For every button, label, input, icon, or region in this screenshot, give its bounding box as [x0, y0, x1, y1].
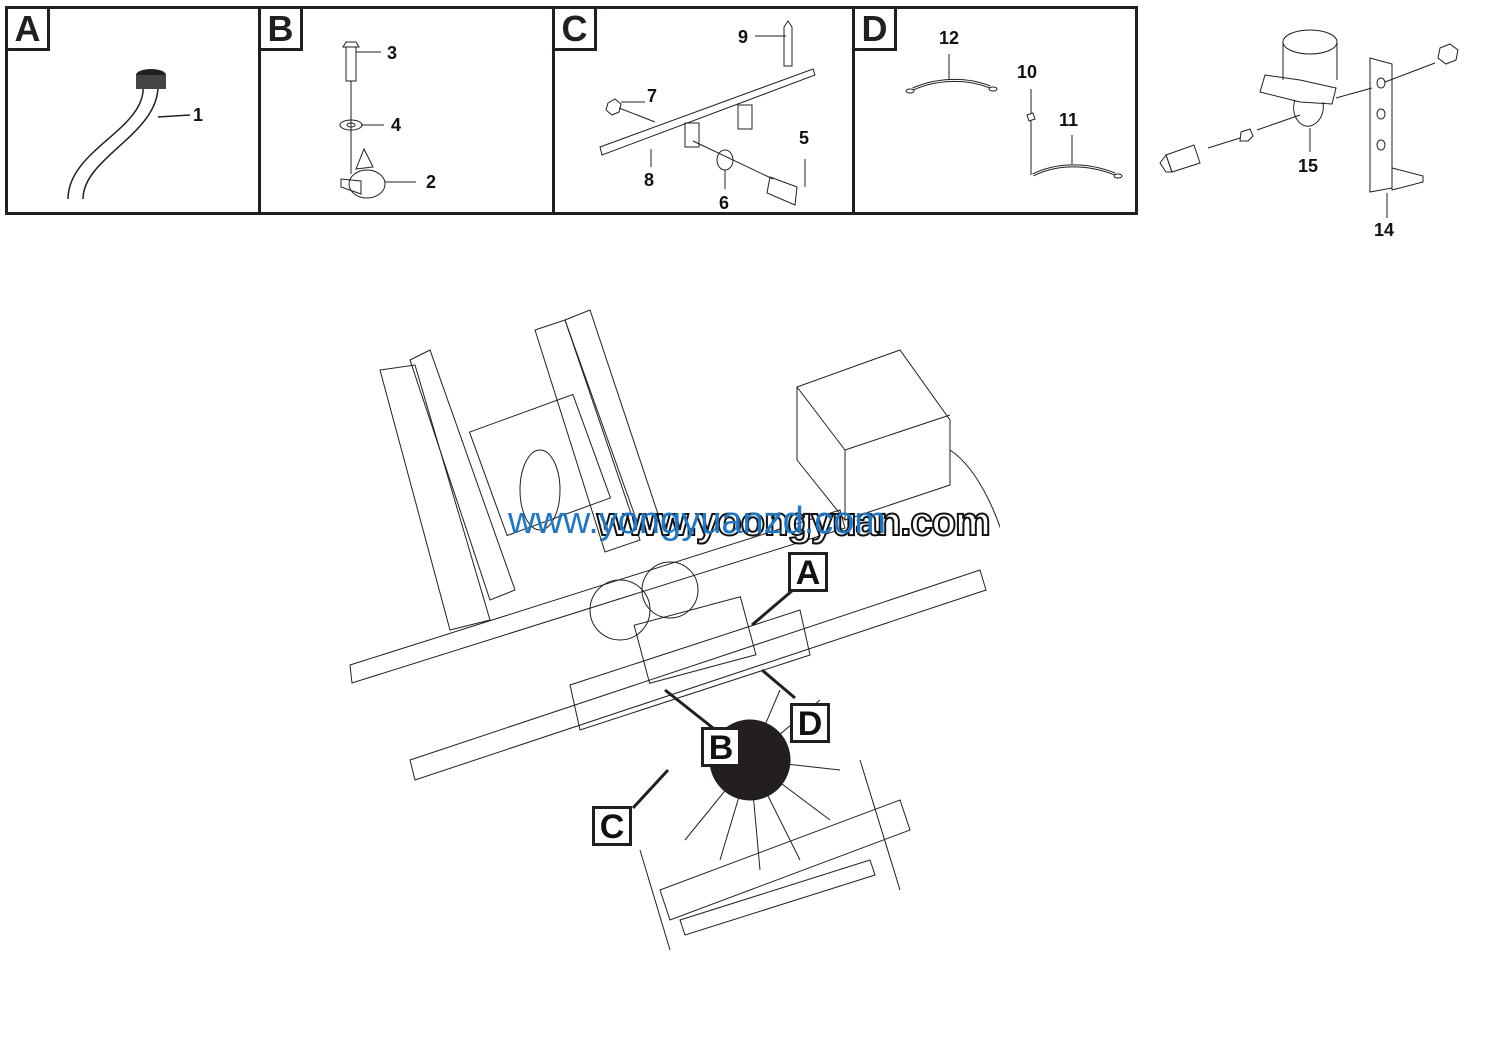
part-number-7: 7 [647, 86, 658, 106]
callout-b: B [701, 727, 741, 767]
panel-c-letter: C [555, 9, 597, 51]
cables-drawing [905, 54, 1123, 179]
part-number-2: 2 [426, 172, 437, 192]
panel-b-letter: B [261, 9, 303, 51]
part-number-5: 5 [799, 128, 810, 148]
watermark-blue: www.yongyuanzd.com [508, 500, 887, 542]
panel-c: C 9 7 5 8 6 [552, 9, 852, 212]
panel-a-letter: A [8, 9, 50, 51]
part-number-15: 15 [1298, 156, 1319, 176]
part-number-9: 9 [738, 27, 749, 47]
chassis-drawing [349, 309, 1000, 950]
panel-d-letter: D [855, 9, 897, 51]
part-number-14: 14 [1374, 220, 1395, 240]
bracket-drawing [599, 20, 816, 206]
part-number-4: 4 [391, 115, 402, 135]
detail-panels: A 1 B 3 4 2 C [5, 6, 1138, 215]
hose-drawing [67, 69, 191, 200]
clamp-fastener-drawing [339, 41, 416, 199]
main-assembly-drawing [340, 290, 1000, 950]
callout-a: A [788, 552, 828, 592]
callout-c: C [592, 806, 632, 846]
part-number-8: 8 [644, 170, 655, 190]
loose-parts-group: 15 14 [1140, 20, 1489, 250]
panel-a: A 1 [8, 9, 258, 212]
callout-d: D [790, 703, 830, 743]
part-number-12: 12 [939, 28, 960, 48]
part-number-10: 10 [1017, 62, 1038, 82]
panel-b: B 3 4 2 [258, 9, 552, 212]
part-number-1: 1 [193, 105, 204, 125]
clamp-and-bracket-drawing [1159, 29, 1459, 218]
panel-d: D 12 10 11 [852, 9, 1135, 212]
part-number-11: 11 [1059, 110, 1079, 130]
watermark-dark: www.yoongyuan.com [596, 499, 992, 545]
part-number-6: 6 [719, 193, 730, 213]
part-number-3: 3 [387, 43, 398, 63]
